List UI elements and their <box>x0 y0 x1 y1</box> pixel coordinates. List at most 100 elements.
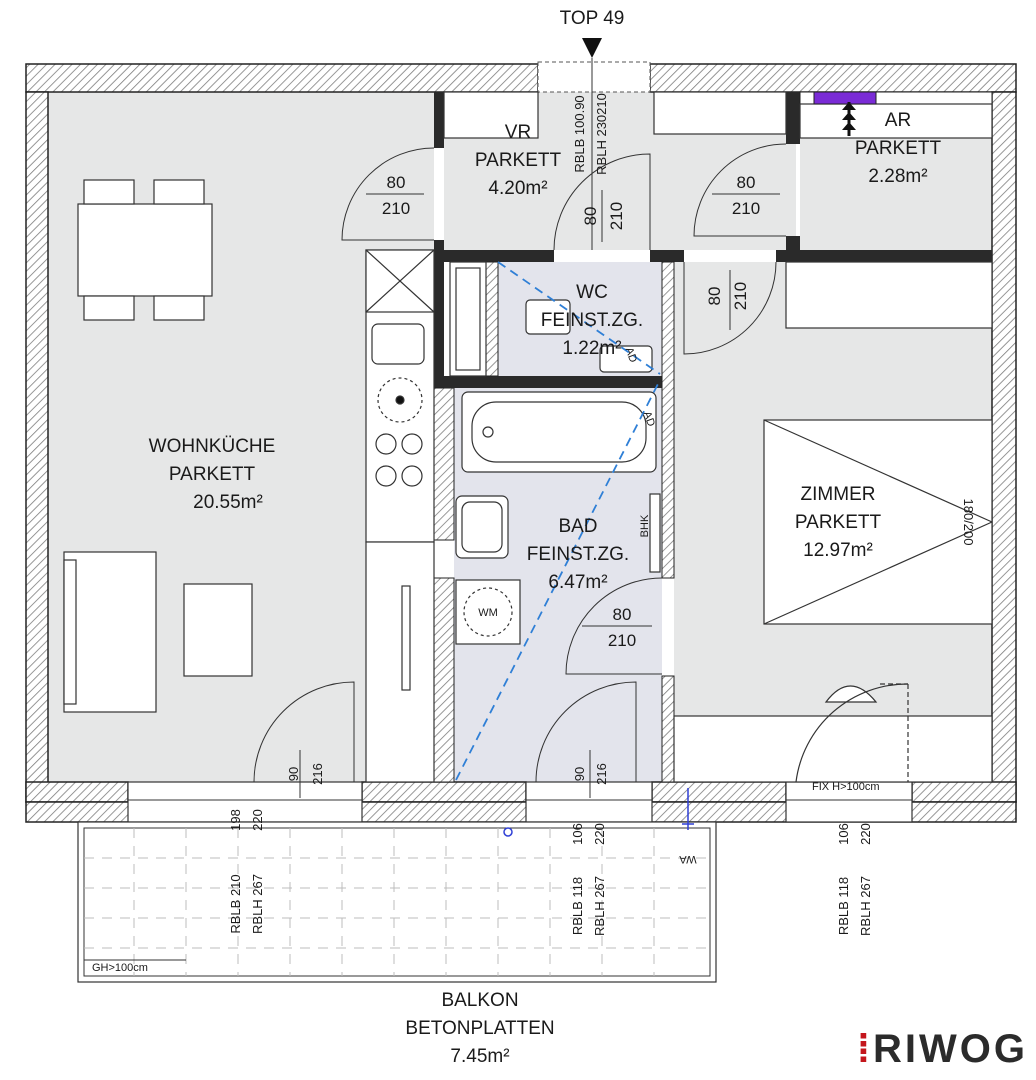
wall-bottom-1 <box>25 781 129 803</box>
zimmer-window-rblb: RBLB 118 <box>836 877 851 935</box>
zimmer-window-height: 220 <box>858 823 873 845</box>
wohnkueche-floor-type: PARKETT <box>169 464 256 485</box>
wall-kitchen-bad <box>433 387 455 541</box>
wohnkueche-area: 20.55m² <box>193 492 263 513</box>
hob-4 <box>401 465 423 487</box>
drain-icon <box>503 827 513 837</box>
ar-door-height: 210 <box>732 199 760 218</box>
hob-2 <box>401 433 423 455</box>
fridge <box>365 541 435 783</box>
balkon-floor-type: BETONPLATTEN <box>405 1018 554 1039</box>
wc-area: 1.22m² <box>562 338 621 359</box>
balkon-area: 7.45m² <box>450 1046 509 1067</box>
bad-window-rblb: RBLB 118 <box>570 877 585 935</box>
chair-2 <box>153 179 205 205</box>
ar-shelf <box>799 103 993 139</box>
hob-3 <box>375 465 397 487</box>
walls <box>25 63 1017 823</box>
balkon-name: BALKON <box>441 990 518 1011</box>
wall-top-right <box>649 63 1017 93</box>
wall-vr-ar <box>786 92 800 144</box>
wall-vr-bottom-2 <box>650 250 684 262</box>
balcony-outline <box>77 821 717 983</box>
wc-bowl <box>525 299 571 335</box>
riwog-logo: ⁞RIWOG <box>857 1027 1028 1072</box>
chair-3 <box>83 295 135 321</box>
zimmer-area: 12.97m² <box>803 540 873 561</box>
bad-window-rblh: RBLH 267 <box>592 876 607 936</box>
balcony-door-2-width: 90 <box>572 767 587 781</box>
bed <box>763 419 993 625</box>
logo-mark: ⁞ <box>856 1027 874 1071</box>
zimmer-name: ZIMMER <box>801 484 876 505</box>
wall-top-left <box>25 63 539 93</box>
wa-marker-icon <box>682 788 694 830</box>
kitchen-window-rblh: RBLH 267 <box>250 874 265 934</box>
logo-text: RIWOG <box>873 1027 1028 1071</box>
wa-label: WA <box>679 853 697 865</box>
entrance-opening <box>537 61 651 93</box>
door-dimensions: 80 210 80 210 80 210 80 210 80 210 90 21… <box>286 173 760 785</box>
wall-right <box>991 91 1017 803</box>
bhk-label: BHK <box>639 514 651 537</box>
wc-name: WC <box>576 282 608 303</box>
chair-1 <box>83 179 135 205</box>
kitchen-door-width: 80 <box>387 173 406 192</box>
wall-zimmer-top <box>776 250 992 262</box>
hob-1 <box>375 433 397 455</box>
openings <box>127 61 913 823</box>
wardrobe <box>785 261 993 329</box>
sofa <box>63 551 157 713</box>
zimmer-window-rblh: RBLH 267 <box>858 876 873 936</box>
sink <box>371 323 425 365</box>
kitchen-window <box>127 781 363 823</box>
ar-door-width: 80 <box>737 173 756 192</box>
wall-kitchen-bad-2 <box>433 577 455 783</box>
wall-kitchen-vr <box>434 92 444 148</box>
bad-window-height: 220 <box>592 823 607 845</box>
wm-label: WM <box>478 607 498 619</box>
wc-basin <box>599 345 653 373</box>
bad-area: 6.47m² <box>548 572 607 593</box>
entrance-arrow-icon <box>582 38 602 58</box>
zimmer-window <box>785 781 913 823</box>
wall-vr-bottom-1 <box>444 250 554 262</box>
vr-name: VR <box>505 122 531 143</box>
dining-table <box>77 203 213 297</box>
sofa-back <box>63 559 77 705</box>
balcony-door-1-width: 90 <box>286 767 301 781</box>
bad-door-width: 80 <box>613 605 632 624</box>
window-dimensions: 198 220 RBLB 210 RBLH 267 106 220 RBLB 1… <box>228 781 880 936</box>
ad-label-wc: AD <box>623 346 640 365</box>
balcony-door-1-height: 216 <box>310 763 325 785</box>
railing-label: GH>100cm <box>92 962 148 974</box>
bad-name: BAD <box>558 516 597 537</box>
kitchen-door-height: 210 <box>382 199 410 218</box>
ad-label-bad: AD <box>641 410 658 429</box>
coffee-table <box>183 583 253 677</box>
entrance-label: TOP 49 <box>560 8 625 29</box>
entrance-rblb: RBLB 100.90 <box>572 95 587 172</box>
kitchen-window-height: 220 <box>250 809 265 831</box>
wall-wc-left <box>485 261 499 377</box>
wall-wc-bottom <box>444 376 662 388</box>
balcony-door-2-height: 216 <box>594 763 609 785</box>
wall-bad-zimmer <box>661 261 675 579</box>
zimmer-door-height: 210 <box>731 282 750 310</box>
wall-left <box>25 91 49 803</box>
wall-bottom-3 <box>651 781 787 803</box>
wc-door-height: 210 <box>607 202 626 230</box>
ar-arrows-icon <box>842 102 856 136</box>
wohnkueche-name: WOHNKÜCHE <box>149 436 276 457</box>
vr-area: 4.20m² <box>488 178 547 199</box>
wall-bottom-2 <box>361 781 527 803</box>
vr-shelf-right <box>653 91 787 135</box>
room-labels: WOHNKÜCHE PARKETT 20.55m² VR PARKETT 4.2… <box>149 110 942 1067</box>
wc-floor-type: FEINST.ZG. <box>541 310 643 331</box>
furniture <box>63 91 993 783</box>
kitchen-window-width: 198 <box>228 809 243 831</box>
bad-window-width: 106 <box>570 823 585 845</box>
wall-bad-zimmer-2 <box>661 675 675 783</box>
wc-diagonal <box>497 261 661 375</box>
